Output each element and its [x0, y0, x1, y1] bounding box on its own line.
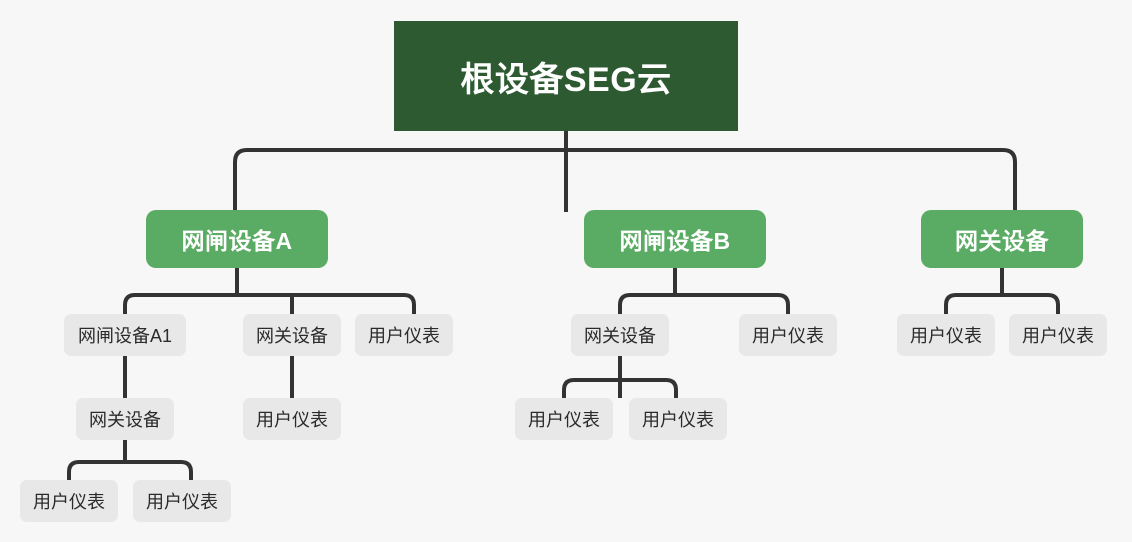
node-a1-child-1[interactable]: 网关设备 [76, 398, 174, 440]
node-a-child-1[interactable]: 网闸设备A1 [64, 314, 186, 356]
connector-bgw-bus [562, 378, 678, 398]
node-a1-gw-child-2[interactable]: 用户仪表 [133, 480, 231, 522]
connector-b-bus [618, 293, 790, 314]
node-a1-gw-child-2-label: 用户仪表 [146, 492, 218, 512]
node-branch-gateway-device-b[interactable]: 网闸设备B [584, 210, 766, 268]
node-b-gw-child-2-label: 用户仪表 [642, 410, 714, 430]
node-a-child-2-label: 网关设备 [256, 326, 328, 346]
node-a-child-1-label: 网闸设备A1 [77, 326, 173, 346]
node-b-gw-child-1[interactable]: 用户仪表 [515, 398, 613, 440]
node-a-child-3-label: 用户仪表 [368, 326, 440, 346]
node-a-child-3[interactable]: 用户仪表 [355, 314, 453, 356]
node-b-child-1[interactable]: 网关设备 [571, 314, 669, 356]
node-b-child-2[interactable]: 用户仪表 [739, 314, 837, 356]
node-root[interactable]: 根设备SEG云 [394, 21, 738, 131]
node-branch-a-label: 网闸设备A [181, 228, 293, 254]
node-a-child-2[interactable]: 网关设备 [243, 314, 341, 356]
node-c-child-2-label: 用户仪表 [1022, 326, 1094, 346]
node-branch-b-label: 网闸设备B [619, 228, 731, 254]
node-c-child-1-label: 用户仪表 [910, 326, 982, 346]
connector-c-bus [944, 293, 1060, 314]
connector-root-bus [233, 148, 1017, 212]
node-c-child-2[interactable]: 用户仪表 [1009, 314, 1107, 356]
node-b-gw-child-1-label: 用户仪表 [528, 410, 600, 430]
node-b-child-2-label: 用户仪表 [752, 326, 824, 346]
node-a-gw-child-1-label: 用户仪表 [256, 410, 328, 430]
node-a-gw-child-1[interactable]: 用户仪表 [243, 398, 341, 440]
node-branch-gateway-device-c[interactable]: 网关设备 [921, 210, 1083, 268]
node-a1-child-1-label: 网关设备 [89, 410, 161, 430]
node-a1-gw-child-1-label: 用户仪表 [33, 492, 105, 512]
node-a1-gw-child-1[interactable]: 用户仪表 [20, 480, 118, 522]
node-b-gw-child-2[interactable]: 用户仪表 [629, 398, 727, 440]
connector-a1gw-bus [67, 460, 193, 480]
node-c-child-1[interactable]: 用户仪表 [897, 314, 995, 356]
connector-a-bus [123, 293, 416, 314]
node-branch-c-label: 网关设备 [955, 228, 1049, 254]
node-b-child-1-label: 网关设备 [584, 326, 656, 346]
node-root-label: 根设备SEG云 [460, 60, 672, 99]
node-branch-gateway-device-a[interactable]: 网闸设备A [146, 210, 328, 268]
